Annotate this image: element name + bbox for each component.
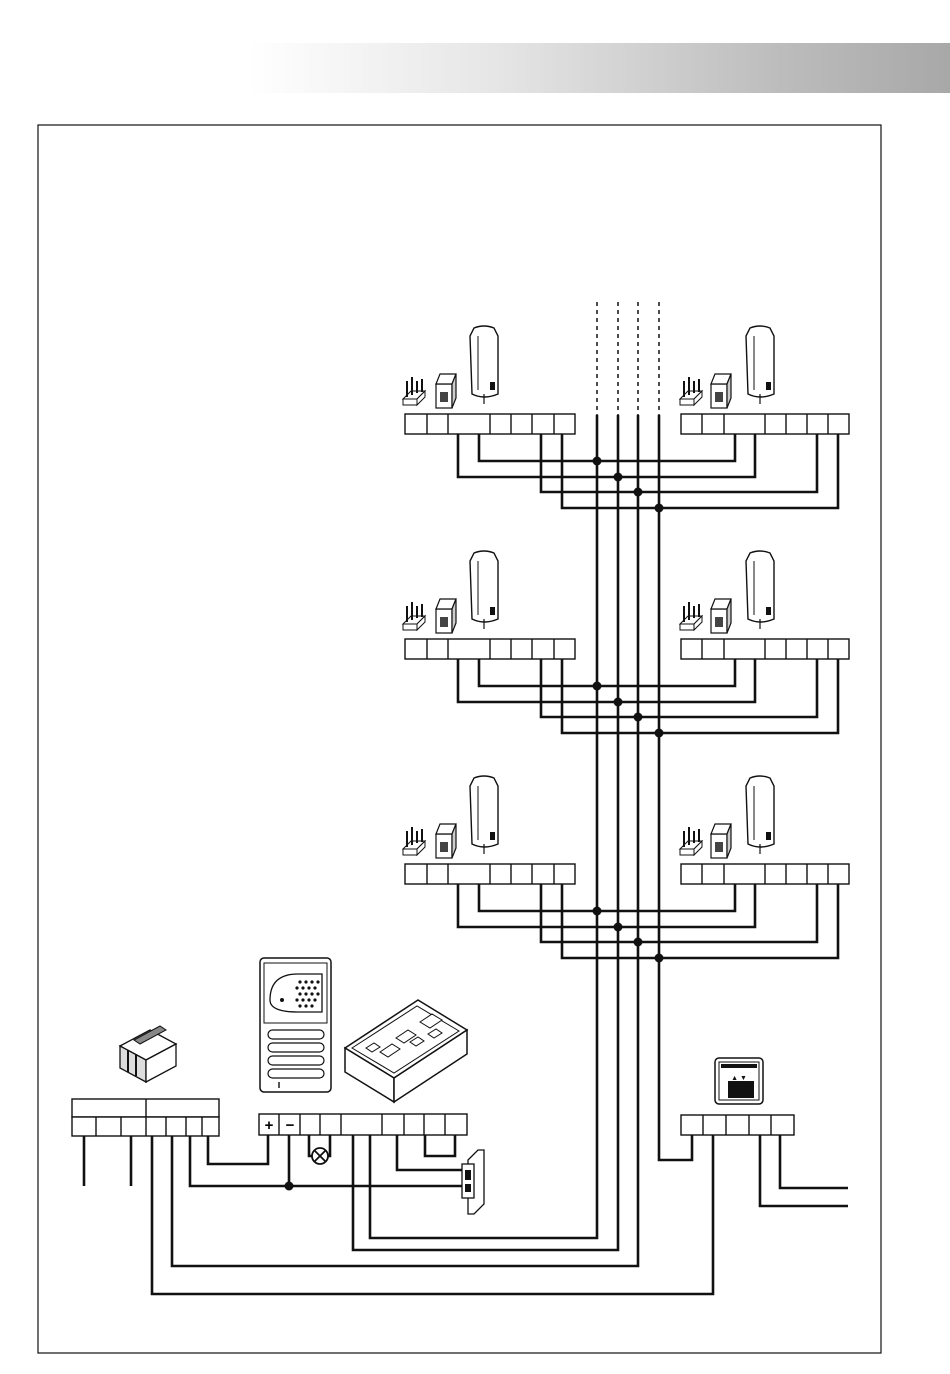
- lamp-icon: [312, 1148, 328, 1164]
- terminal-label-minus: −: [286, 1117, 295, 1134]
- floor-group-2: [403, 551, 849, 738]
- terminal-label-plus: +: [265, 1117, 274, 1134]
- electric-door-lock-icon: [462, 1150, 484, 1214]
- floor-group-1: [403, 326, 849, 513]
- power-supply-terminals: [72, 1099, 219, 1136]
- svg-text:▲ ▼: ▲ ▼: [731, 1075, 747, 1082]
- riser-extensions: [597, 302, 659, 415]
- riser-lines: [172, 415, 692, 1266]
- audio-door-panel-icon: [260, 958, 331, 1092]
- floor-group-3: [403, 776, 849, 963]
- din-rail-power-supply-icon: [120, 1026, 176, 1082]
- concierge-terminals: [681, 1115, 794, 1135]
- audio-amplifier-module-icon: [345, 1000, 467, 1102]
- concierge-switch-icon: ▲ ▼: [715, 1058, 763, 1104]
